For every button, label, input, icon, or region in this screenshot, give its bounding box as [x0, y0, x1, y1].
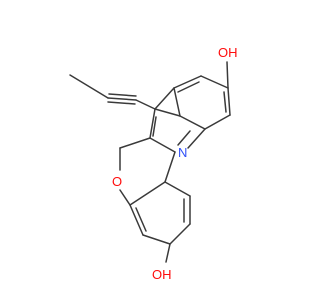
structure-canvas: OH OH N O — [69, 45, 238, 282]
bond-pyran-4 — [164, 151, 176, 183]
atom-labels: OH OH N O — [112, 45, 238, 282]
bond-ring-b-3 — [142, 234, 171, 245]
oh-top-label: OH — [218, 45, 238, 60]
bond-lines — [69, 61, 231, 263]
bond-ring-b-6 — [164, 181, 191, 197]
bond-pyr-double-2 — [177, 130, 191, 146]
bond-pyr-2 — [149, 137, 176, 153]
bond-pyran-1 — [119, 137, 151, 149]
bond-ring-b-2 — [129, 204, 144, 236]
nitrogen-label: N — [178, 145, 187, 160]
bond-ring-a-5 — [204, 114, 231, 130]
bond-pyr-1 — [149, 108, 156, 139]
bond-ring-a-2 — [173, 75, 202, 89]
bond-oh-bottom — [165, 243, 171, 263]
bond-ring-a-double-1 — [177, 81, 200, 93]
bond-pyran-3 — [119, 189, 131, 206]
oxygen-label: O — [112, 174, 122, 189]
bond-ethynyl-base — [135, 99, 156, 110]
bond-ring-a-double-2 — [223, 91, 227, 113]
bond-ring-a-1 — [154, 87, 175, 110]
bond-ring-a-6 — [179, 115, 206, 130]
bond-pyr-double-1 — [152, 116, 157, 137]
bond-ring-b-4 — [169, 223, 191, 245]
bond-ring-a-7 — [173, 87, 181, 117]
bond-pyr-4 — [154, 108, 181, 117]
bond-ring-a-4 — [227, 87, 231, 116]
bond-ethynyl-triple-2 — [107, 101, 136, 105]
molecule-structure: OH OH N O — [69, 45, 238, 282]
bond-ring-b-double-1 — [135, 207, 147, 232]
bond-ethynyl-tip — [69, 74, 109, 99]
bond-ethynyl-triple — [107, 97, 137, 101]
bond-ring-a-3 — [200, 75, 229, 89]
bond-ring-b-1 — [129, 181, 166, 206]
bond-pyr-3 — [187, 128, 206, 149]
bond-ethynyl-triple-3 — [108, 93, 137, 97]
oh-bottom-label: OH — [152, 267, 172, 282]
bond-oh-top — [226, 61, 229, 89]
